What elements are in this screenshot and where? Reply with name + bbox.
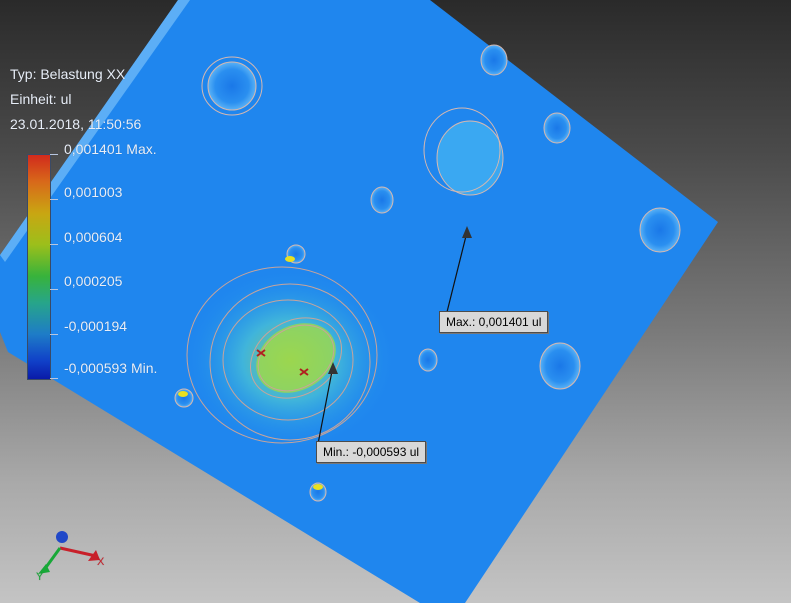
legend-tick [50, 289, 58, 290]
legend-tick [50, 378, 58, 379]
legend-max-value: 0,001401 Max. [64, 141, 157, 157]
legend-tick [50, 334, 58, 335]
max-probe-leader [446, 231, 468, 313]
legend-value: 0,000205 [64, 273, 123, 289]
holes [174, 44, 681, 502]
stress-core [256, 323, 336, 393]
legend-value: 0,000604 [64, 229, 123, 245]
legend-value: -0,000194 [64, 318, 128, 334]
legend-min-value: -0,000593 Min. [64, 360, 158, 376]
min-probe-callout[interactable]: Min.: -0,000593 ul [316, 441, 427, 463]
max-probe-callout[interactable]: Max.: 0,001401 ul [439, 311, 549, 333]
triad-y-label: Y [36, 571, 44, 583]
result-unit-label: Einheit: ul [10, 91, 72, 107]
min-probe-leader [317, 365, 334, 445]
legend-tick [50, 199, 58, 200]
result-type-label: Typ: Belastung XX [10, 66, 126, 82]
min-probe-pin[interactable] [328, 362, 338, 374]
counterbore-large [186, 266, 378, 444]
max-probe-pin[interactable] [462, 226, 472, 238]
yellow-spots [178, 256, 323, 490]
legend-value: 0,001003 [64, 184, 123, 200]
result-timestamp: 23.01.2018, 11:50:56 [10, 116, 142, 132]
legend-colorbar [27, 154, 51, 380]
triad-x-label: X [97, 556, 105, 568]
legend-tick [50, 154, 58, 155]
markers [256, 349, 309, 376]
legend-tick [50, 244, 58, 245]
axis-triad[interactable] [38, 531, 100, 574]
